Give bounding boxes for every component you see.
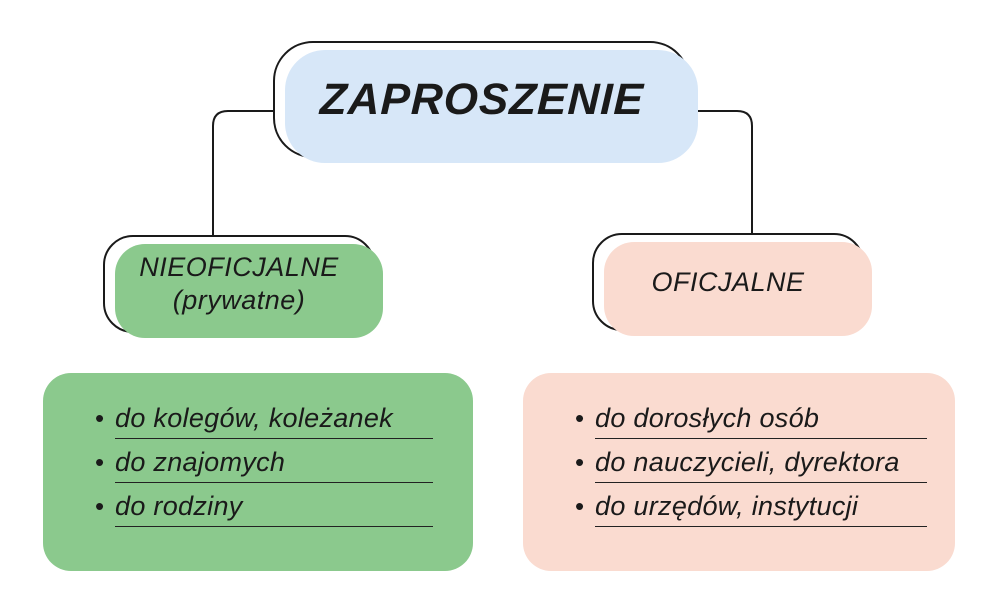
list-item: • do znajomych <box>95 448 473 483</box>
connector-right <box>689 110 753 235</box>
list-item-text: do nauczycieli, dyrektora <box>595 448 927 483</box>
branch-label-line2: (prywatne) <box>172 285 306 315</box>
branch-node-nieoficjalne: NIEOFICJALNE (prywatne) <box>103 235 383 338</box>
list-item: • do kolegów, koleżanek <box>95 404 473 439</box>
bullet-icon: • <box>575 403 585 433</box>
bullet-icon: • <box>95 447 105 477</box>
list-item-text: do znajomych <box>115 448 433 483</box>
list-item: • do rodziny <box>95 492 473 527</box>
connector-left <box>212 110 274 237</box>
list-item-text: do kolegów, koleżanek <box>115 404 433 439</box>
branch-label-line1: OFICJALNE <box>651 266 805 297</box>
list-item-text: do urzędów, instytucji <box>595 492 927 527</box>
root-node-zaproszenie: ZAPROSZENIE <box>273 41 698 163</box>
formal-items-list: • do dorosłych osób • do nauczycieli, dy… <box>575 404 955 527</box>
branch-node-oficjalne: OFICJALNE <box>592 233 872 336</box>
informal-items-list: • do kolegów, koleżanek • do znajomych •… <box>95 404 473 527</box>
list-item-text: do rodziny <box>115 492 433 527</box>
bullet-icon: • <box>95 403 105 433</box>
list-item: • do urzędów, instytucji <box>575 492 955 527</box>
list-item: • do nauczycieli, dyrektora <box>575 448 955 483</box>
bullet-icon: • <box>575 447 585 477</box>
list-item-text: do dorosłych osób <box>595 404 927 439</box>
panel-oficjalne-examples: • do dorosłych osób • do nauczycieli, dy… <box>523 373 955 571</box>
root-title: ZAPROSZENIE <box>318 74 645 124</box>
bullet-icon: • <box>575 491 585 521</box>
bullet-icon: • <box>95 491 105 521</box>
branch-label-line1: NIEOFICJALNE <box>139 252 339 282</box>
panel-nieoficjalne-examples: • do kolegów, koleżanek • do znajomych •… <box>43 373 473 571</box>
list-item: • do dorosłych osób <box>575 404 955 439</box>
